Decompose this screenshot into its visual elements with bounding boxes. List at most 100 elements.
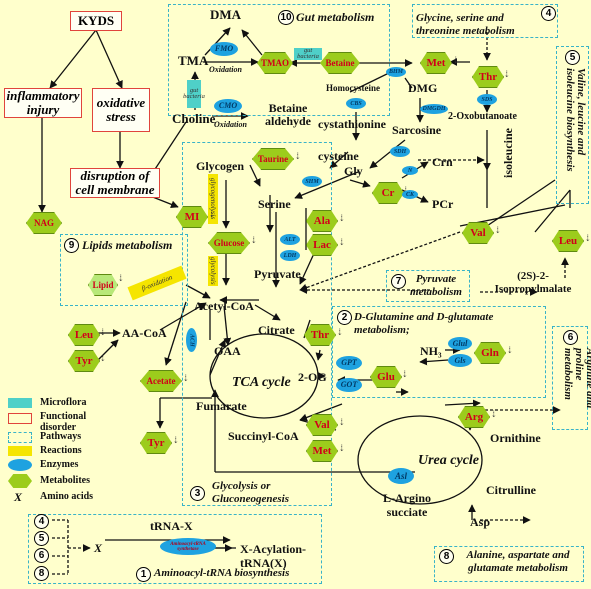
glycogenolysis-reaction: glycogenolysis [208, 174, 218, 224]
cbs-enzyme: CBS [346, 98, 366, 109]
oaa-label: OAA [214, 344, 241, 358]
nh3-label: NH₃ [420, 344, 442, 358]
down-arrow-icon: ⇣ [338, 443, 346, 453]
gly-label: Gly [344, 164, 363, 178]
glucose-metabolite: Glucose [208, 232, 250, 254]
ala-metabolite: Ala [306, 210, 338, 232]
sds-enzyme: SDS [477, 94, 497, 105]
asl-enzyme: Asl [388, 468, 414, 484]
down-arrow-icon: ⇣ [294, 151, 302, 161]
glycine-box [412, 4, 558, 38]
pathway-number-5: 5 [565, 50, 580, 65]
oxidation-label-2: Oxidation [214, 120, 247, 129]
isopropylmalate-label: (2S)-2-Isopropylmalate [494, 270, 572, 296]
oxobutanoate-label: 2-Oxobutanoate [448, 111, 517, 122]
down-arrow-icon: ⇣ [99, 353, 107, 363]
crn-label: Crn [432, 155, 453, 169]
pyruvate-box [386, 270, 470, 302]
legend-metabolites: Metabolites [40, 475, 90, 486]
pathway-number-2: 2 [337, 310, 352, 325]
serine-label: Serine [258, 197, 291, 211]
pathway-number-8: 8 [439, 549, 454, 564]
tyr-metabolite-bottom: Tyr [140, 432, 172, 454]
pathway-number-6: 6 [563, 330, 578, 345]
pathway-number-4: 4 [541, 6, 556, 21]
down-arrow-icon: ⇣ [117, 273, 125, 283]
lipids-box [60, 234, 188, 306]
x-label: X [94, 541, 103, 555]
legend-amino-acids: Amino acids [40, 491, 94, 502]
acetate-metabolite: Acetate [140, 370, 182, 392]
legend: Microflora Functional disorder Pathways … [4, 396, 114, 504]
leu-metabolite-left: Leu [68, 324, 100, 346]
glu-metabolite: Glu [370, 366, 402, 388]
acetyl-coa-label: Acetyl-CoA [194, 299, 254, 313]
ck-enzyme: CK [402, 190, 418, 199]
kyds-box: KYDS [70, 11, 122, 31]
tyr-metabolite-left: Tyr [68, 350, 100, 372]
cysteine-label: cysteine [318, 149, 359, 163]
glycolysis-title: Glycolysis or Gluconeogenesis [212, 480, 289, 505]
trna-title: Aminoacyl-tRNA biosynthesis [154, 567, 290, 579]
lipids-title: Lipids metabolism [82, 238, 173, 252]
met-metabolite-top: Met [420, 52, 452, 74]
nag-metabolite: NAG [26, 212, 62, 234]
gln-metabolite: Gln [474, 342, 506, 364]
ach-enzyme: ACH [186, 328, 197, 352]
gut-title: Gut metabolism [296, 10, 375, 24]
glycogen-label: Glycogen [196, 159, 244, 173]
alt-enzyme: ALT [280, 234, 300, 245]
argino-succiate-label: L-Argino succiate [383, 491, 431, 519]
down-arrow-icon: ⇣ [452, 55, 460, 65]
down-arrow-icon: ⇣ [250, 235, 258, 245]
val-metabolite-tca: Val [306, 414, 338, 436]
down-arrow-icon: ⇣ [208, 209, 216, 219]
gut-metabolism-box [168, 4, 390, 116]
lipid-metabolite: Lipid [88, 274, 118, 296]
gut-bacteria-label-2: gut bacteria [294, 47, 322, 60]
betaine-aldehyde-label: Betaine aldehyde [264, 101, 311, 129]
cystathionine-label: cystathionine [318, 117, 387, 131]
cr-metabolite: Cr [372, 182, 404, 204]
alanine-box [434, 546, 584, 582]
legend-reactions: Reactions [40, 445, 82, 456]
2og-label: 2-OG [298, 370, 327, 384]
choline-label: Choline [172, 111, 216, 126]
val-metabolite-right: Val [462, 222, 494, 244]
down-arrow-icon: ⇣ [172, 435, 180, 445]
down-arrow-icon: ⇣ [336, 327, 344, 337]
pyruvate-label: Pyruvate [254, 267, 301, 281]
got-enzyme: GOT [336, 378, 362, 392]
arginine-box [552, 326, 588, 430]
isoleucine-label: isoleucine [501, 128, 515, 178]
valine-title: Valine, leucine and isoleucine biosynthe… [564, 68, 587, 172]
arginine-title: Arginine and proline metabolism [562, 348, 591, 409]
down-arrow-icon: ⇣ [338, 237, 346, 247]
n-enzyme: N [402, 166, 418, 175]
thr-metabolite-top: Thr [472, 66, 504, 88]
down-arrow-icon: ⇣ [584, 233, 591, 243]
gpt-enzyme: GPT [336, 356, 362, 370]
fumarate-label: Fumarate [196, 399, 247, 413]
oxidative-stress-box: oxidative stress [92, 88, 150, 132]
down-arrow-icon: ⇣ [506, 345, 514, 355]
trna-x-label: tRNA-X [150, 519, 193, 533]
glutamine-box [332, 306, 546, 398]
sdh-enzyme: SDH [390, 146, 410, 157]
pathway-number-3: 3 [190, 486, 205, 501]
down-arrow-icon: ⇣ [182, 373, 190, 383]
down-arrow-icon: ⇣ [503, 69, 511, 79]
pathway-number-7: 7 [391, 274, 406, 289]
acylation-label: X-Acylation-tRNA(X) [240, 542, 306, 570]
dma-label: DMA [210, 7, 242, 22]
lac-metabolite: Lac [306, 234, 338, 256]
gut-bacteria-label-1: gut bacteria [183, 80, 205, 108]
citrate-label: Citrate [258, 323, 295, 337]
thr-metabolite-tca: Thr [304, 324, 336, 346]
pcr-label: PCr [432, 197, 454, 211]
tmao-metabolite: TMAO [257, 52, 293, 74]
pyruvate-title: Pyruvate metabolism [410, 273, 462, 298]
gls-enzyme: Gls [448, 354, 472, 367]
disruption-box: disruption of cell membrane [70, 168, 160, 198]
legend-microflora: Microflora [40, 397, 87, 408]
